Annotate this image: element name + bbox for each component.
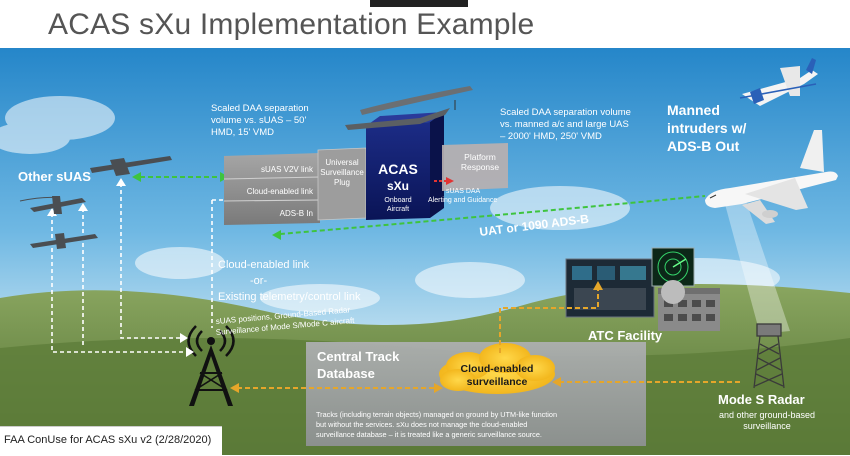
acas-label-line1: ACAS <box>378 161 418 177</box>
scaled-left-line3: HMD, 15' VMD <box>211 127 274 138</box>
cloud-or-line1: Cloud-enabled link <box>218 259 310 271</box>
universal-line1: Universal <box>325 158 359 167</box>
cloud-surveillance-line2: surveillance <box>467 376 528 388</box>
scaled-right-line1: Scaled DAA separation volume <box>500 107 631 118</box>
acas-sxu-box <box>366 122 430 220</box>
white-arrowheads <box>47 178 194 357</box>
page-title: ACAS sXu Implementation Example <box>48 8 535 41</box>
cloud-link-box-label: Cloud-enabled link <box>247 187 314 196</box>
white-dashed-links <box>51 183 230 353</box>
cloud-icon <box>439 343 555 394</box>
green-links <box>140 176 706 235</box>
v2v-link-label: sUAS V2V link <box>261 165 314 174</box>
top-bar <box>370 0 468 7</box>
footer-caption-box: FAA ConUse for ACAS sXu v2 (2/28/2020) <box>0 426 222 456</box>
footer-caption: FAA ConUse for ACAS sXu v2 (2/28/2020) <box>4 434 212 446</box>
platform-line1: Platform <box>464 152 496 162</box>
acas-box-side <box>430 112 444 218</box>
radar-dish-icon <box>651 247 695 304</box>
platform-line2: Response <box>461 162 500 172</box>
suas-daa-line2: Alerting and Guidance <box>428 197 497 204</box>
mode-s-radar-label: Mode S Radar <box>718 392 805 407</box>
atc-facility-label: ATC Facility <box>588 328 663 343</box>
scaled-left-line1: Scaled DAA separation <box>211 103 309 114</box>
orange-arrowheads <box>230 281 603 393</box>
diagram-scene: Central Track Database Tracks (including… <box>0 48 850 455</box>
ctd-title-line1: Central Track <box>317 349 400 364</box>
acas-label-line2: sXu <box>387 179 409 193</box>
tracks-note-line3: surveillance database – it is treated li… <box>316 430 542 439</box>
small-plane-icon <box>739 58 818 106</box>
other-suas-label: Other sUAS <box>18 169 91 184</box>
orange-links <box>237 288 742 389</box>
tracks-note-line2: but without the services. sXu does not m… <box>316 420 527 429</box>
cloud-surveillance-line1: Cloud-enabled <box>461 363 534 375</box>
cloud-or-line2: -or- <box>250 275 267 287</box>
link-box-stack <box>224 153 320 225</box>
suas-daa-line1: sUAS DAA <box>446 188 481 195</box>
atc-building-icon <box>565 258 720 331</box>
red-response-arrow <box>434 177 454 185</box>
tracks-note-line1: Tracks (including terrain objects) manag… <box>316 410 557 419</box>
scaled-right-line2: vs. manned a/c and large UAS <box>500 119 629 130</box>
scaled-right-line3: – 2000' HMD, 250' VMD <box>500 131 602 142</box>
radar-tower-icon <box>753 323 785 389</box>
ctd-title-line2: Database <box>317 366 375 381</box>
scaled-left-line2: volume vs. sUAS – 50' <box>211 115 306 126</box>
universal-line3: Plug <box>334 178 350 187</box>
manned-line3: ADS-B Out <box>667 138 740 154</box>
mode-s-sub-line2: surveillance <box>743 421 791 431</box>
platform-response-box <box>442 143 508 191</box>
manned-line1: Manned <box>667 102 720 118</box>
diagram-canvas: Central Track Database Tracks (including… <box>0 48 850 455</box>
acas-onboard-line1: Onboard <box>384 197 411 204</box>
adsb-in-label: ADS-B In <box>280 209 313 218</box>
mode-s-sub-line1: and other ground-based <box>719 410 815 420</box>
background-clouds <box>0 96 780 322</box>
manned-line2: intruders w/ <box>667 120 746 136</box>
radar-beam <box>722 193 790 334</box>
title-band <box>0 0 850 48</box>
radio-tower-icon <box>187 325 235 406</box>
universal-line2: Surveillance <box>320 168 364 177</box>
cloud-or-line3: Existing telemetry/control link <box>218 291 361 303</box>
airliner-icon <box>705 130 838 224</box>
acas-onboard-line2: Aircraft <box>387 206 409 213</box>
drone-icon <box>345 86 473 130</box>
other-suas-drones <box>19 156 172 249</box>
